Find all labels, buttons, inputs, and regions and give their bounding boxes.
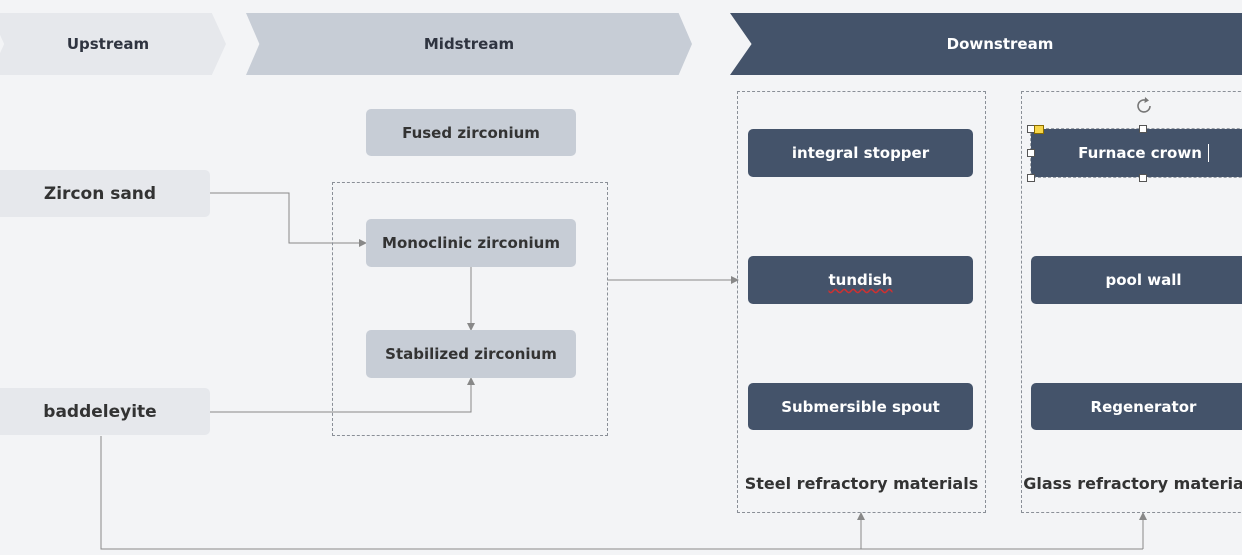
midstream-group-box: [332, 182, 608, 436]
node-monoclinic-zirconium[interactable]: Monoclinic zirconium: [366, 219, 576, 267]
node-tundish-label: tundish: [828, 271, 893, 289]
node-integral-stopper[interactable]: integral stopper: [748, 129, 973, 177]
steel-group-label: Steel refractory materials: [744, 474, 979, 493]
node-pool-wall[interactable]: pool wall: [1031, 256, 1242, 304]
stage-midstream: Midstream: [246, 13, 692, 75]
glass-group-label: Glass refractory materials: [1023, 474, 1242, 493]
glass-group-box: [1021, 91, 1242, 513]
edge-baddeleyite-to-stabilized: [210, 377, 475, 413]
steel-group-box: [737, 91, 986, 513]
stage-upstream: Upstream: [0, 13, 226, 75]
node-submersible-spout[interactable]: Submersible spout: [748, 383, 973, 430]
node-fused-zirconium[interactable]: Fused zirconium: [366, 109, 576, 156]
rotate-handle-icon[interactable]: [1133, 95, 1155, 117]
edge-zircon-to-monoclinic: [210, 192, 367, 247]
resize-handle-bottom-left[interactable]: [1027, 174, 1035, 182]
node-tundish[interactable]: tundish: [748, 256, 973, 304]
node-furnace-crown-label: Furnace crown: [1078, 144, 1202, 162]
resize-handle-left[interactable]: [1027, 149, 1035, 157]
node-regenerator[interactable]: Regenerator: [1031, 383, 1242, 430]
node-furnace-crown[interactable]: Furnace crown: [1030, 128, 1242, 178]
node-stabilized-zirconium[interactable]: Stabilized zirconium: [366, 330, 576, 378]
resize-handle-top[interactable]: [1139, 125, 1147, 133]
stage-downstream: Downstream: [730, 13, 1242, 75]
adjust-handle[interactable]: [1034, 125, 1044, 134]
node-zircon-sand[interactable]: Zircon sand: [0, 170, 210, 217]
text-cursor: [1207, 144, 1209, 162]
edge-baddeleyite-to-downstream: [100, 436, 1143, 550]
node-baddeleyite[interactable]: baddeleyite: [0, 388, 210, 435]
resize-handle-bottom[interactable]: [1139, 174, 1147, 182]
